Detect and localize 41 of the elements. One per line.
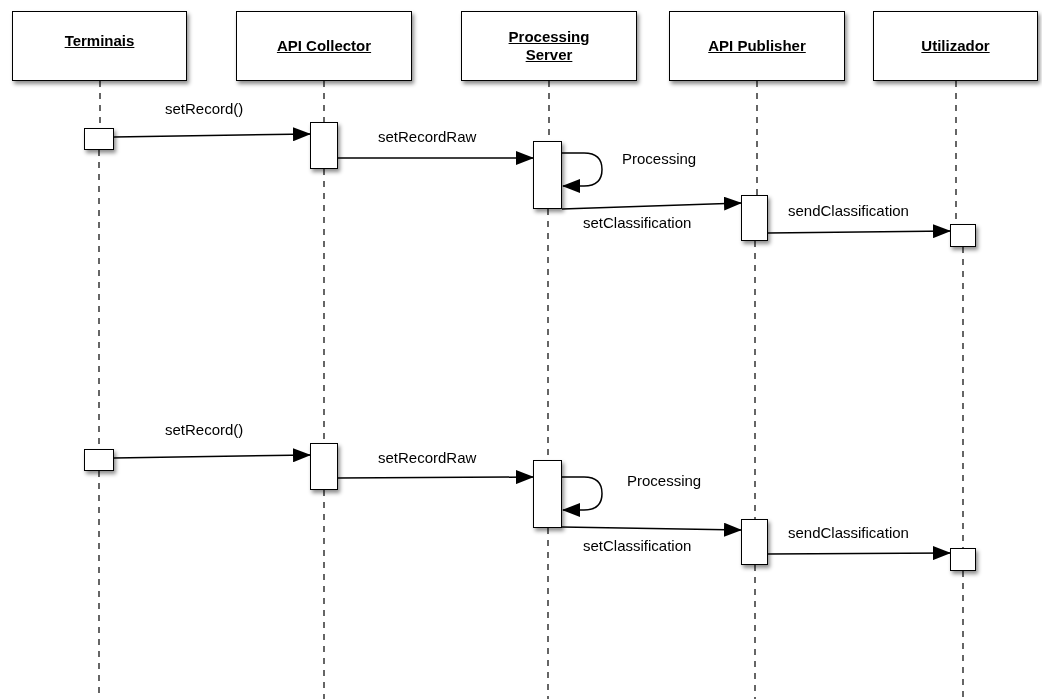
participant-name: Processing Server xyxy=(507,28,591,64)
lifeline xyxy=(323,489,325,699)
participant-name: Utilizador xyxy=(921,37,990,55)
message-arrow xyxy=(113,448,311,463)
activation-bar xyxy=(310,443,338,490)
lifeline xyxy=(754,564,756,699)
message-arrow xyxy=(561,522,742,537)
message-label: setRecord() xyxy=(165,100,244,118)
message-arrow xyxy=(767,224,951,239)
activation-bar xyxy=(950,548,976,571)
activation-bar xyxy=(533,460,562,528)
message-arrow xyxy=(337,470,534,485)
message-arrow xyxy=(767,546,951,561)
lifeline xyxy=(754,240,756,520)
message-arrow xyxy=(113,127,311,142)
message-label: Processing xyxy=(627,472,702,490)
message-label: setRecord() xyxy=(165,421,244,439)
participant-box xyxy=(873,11,1038,81)
activation-bar xyxy=(533,141,562,209)
participant-box xyxy=(669,11,845,81)
self-message-arrow xyxy=(561,476,603,517)
activation-bar xyxy=(310,122,338,169)
participant-name: API Publisher xyxy=(708,37,806,55)
participant-name: API Collector xyxy=(276,37,372,55)
activation-bar xyxy=(741,519,768,565)
activation-bar xyxy=(84,128,114,150)
lifeline xyxy=(323,80,325,123)
activation-bar xyxy=(950,224,976,247)
lifeline xyxy=(756,80,758,196)
lifeline xyxy=(547,527,549,699)
participant-box xyxy=(236,11,412,81)
participant-box xyxy=(12,11,187,81)
activation-bar xyxy=(84,449,114,471)
participant-name: Terminais xyxy=(64,32,135,50)
self-message-arrow xyxy=(561,152,603,193)
message-label: Processing xyxy=(622,150,697,168)
message-arrow xyxy=(561,196,742,211)
participant-box xyxy=(461,11,637,81)
activation-bar xyxy=(741,195,768,241)
lifeline xyxy=(962,570,964,699)
message-arrow xyxy=(337,151,534,165)
